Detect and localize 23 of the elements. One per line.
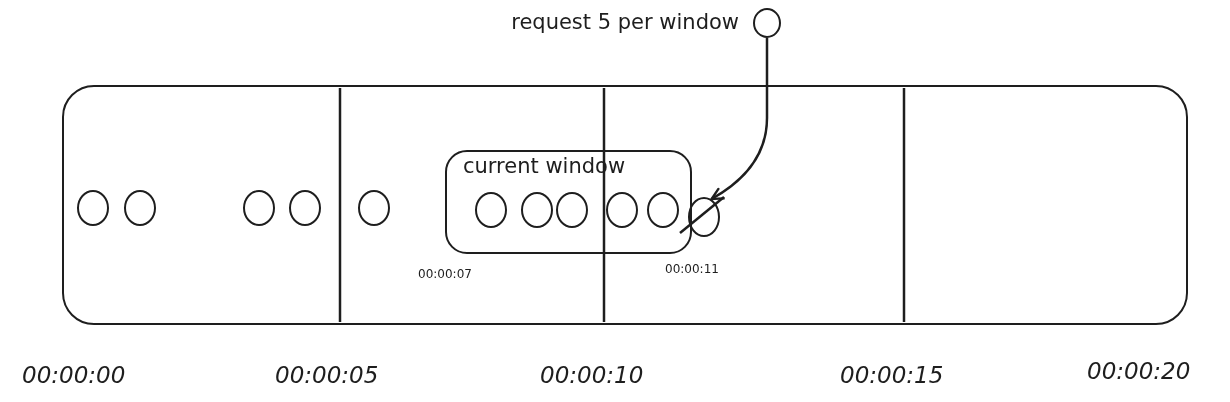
time-tick-label: 00:00:15 (840, 362, 944, 388)
time-tick-label: 00:00:05 (275, 362, 379, 388)
timeline-box (62, 85, 1188, 325)
arrow (710, 38, 769, 201)
request-circle (753, 8, 781, 38)
time-tick-label: 00:00:10 (540, 362, 644, 388)
request-circle (358, 190, 390, 226)
request-circle (521, 192, 553, 228)
request-circle (647, 192, 679, 228)
window-box (445, 150, 692, 254)
time-tick-label: 00:00:20 (1087, 358, 1191, 384)
request-circle (688, 197, 720, 237)
timestamp-label: 00:00:11 (665, 262, 719, 276)
request-circle (556, 192, 588, 228)
request-circle (77, 190, 109, 226)
request-label: request 5 per window (511, 10, 739, 34)
request-circle (124, 190, 156, 226)
request-circle (243, 190, 275, 226)
time-tick-label: 00:00:00 (22, 362, 126, 388)
request-circle (289, 190, 321, 226)
request-circle (475, 192, 507, 228)
timestamp-label: 00:00:07 (418, 267, 472, 281)
request-circle (606, 192, 638, 228)
